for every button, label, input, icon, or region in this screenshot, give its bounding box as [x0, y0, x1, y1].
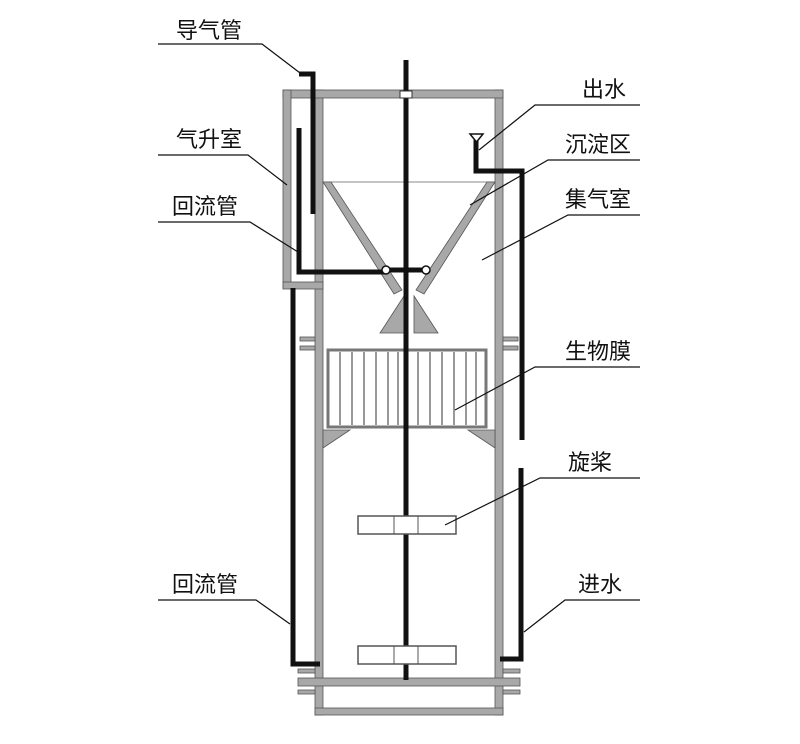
flange-right-lower-a — [502, 668, 521, 674]
water-inlet-pipe — [500, 468, 524, 662]
label-gas-lift-chamber: 气升室 — [176, 128, 242, 153]
leader-biofilm — [454, 366, 640, 411]
flange-right-upper-a — [502, 336, 519, 342]
leader-gas-guide-tube — [158, 43, 305, 77]
gas-guide-tube — [299, 71, 316, 214]
gas-lift-bottom — [282, 281, 324, 290]
gas-lift-chamber — [282, 89, 324, 290]
leader-settling-zone — [469, 159, 640, 206]
leader-water-outlet — [478, 104, 640, 151]
funnel-right-plate — [415, 181, 496, 295]
label-biofilm: 生物膜 — [565, 340, 631, 365]
label-gas-collection-chamber: 集气室 — [565, 188, 631, 213]
water-level-marker-icon — [468, 133, 485, 144]
funnel-left-plate — [322, 181, 403, 295]
shaft-bearing — [399, 90, 413, 99]
bracket-right — [466, 429, 496, 449]
return-pipe-joint-right — [421, 265, 431, 275]
label-return-pipe-upper: 回流管 — [172, 195, 238, 220]
label-water-inlet: 进水 — [578, 573, 622, 598]
label-settling-zone: 沉淀区 — [565, 133, 631, 158]
leader-return-pipe-upper — [158, 221, 299, 253]
return-pipe-joint-left — [381, 265, 391, 275]
flanges — [297, 336, 521, 695]
leader-impeller — [444, 477, 640, 526]
flange-left-upper-b — [299, 345, 316, 351]
label-water-outlet: 出水 — [582, 78, 626, 103]
gas-lift-left-wall — [282, 89, 292, 289]
top-cap — [282, 89, 504, 99]
leader-return-pipe-lower — [158, 599, 291, 625]
bottom-plate — [297, 677, 521, 687]
impeller-lower — [357, 645, 457, 665]
flange-left-lower-a — [297, 668, 316, 674]
return-pipe-lower — [290, 288, 320, 667]
label-gas-guide-tube: 导气管 — [176, 19, 242, 44]
pipes — [290, 71, 525, 667]
bracket-left — [322, 429, 352, 449]
deflector-left — [379, 294, 405, 334]
reactor-column — [282, 89, 521, 716]
settling-separator — [322, 181, 496, 334]
flange-left-lower-b — [297, 689, 316, 695]
left-wall — [314, 89, 324, 716]
return-pipe-upper — [296, 128, 386, 275]
flange-left-upper-a — [299, 336, 316, 342]
flange-right-lower-b — [502, 689, 521, 695]
impeller-upper — [357, 515, 457, 535]
leader-lines — [158, 43, 640, 633]
leader-gas-lift-chamber — [158, 154, 288, 186]
right-wall — [494, 89, 504, 716]
water-outlet-pipe — [473, 140, 525, 440]
flange-right-upper-b — [502, 345, 519, 351]
label-return-pipe-lower: 回流管 — [172, 573, 238, 598]
label-impeller: 旋桨 — [568, 451, 612, 476]
leader-water-inlet — [523, 599, 640, 633]
support-brackets — [322, 429, 496, 449]
bottom-cap — [314, 707, 504, 716]
deflector-right — [413, 294, 439, 334]
leader-gas-collection — [481, 214, 640, 261]
